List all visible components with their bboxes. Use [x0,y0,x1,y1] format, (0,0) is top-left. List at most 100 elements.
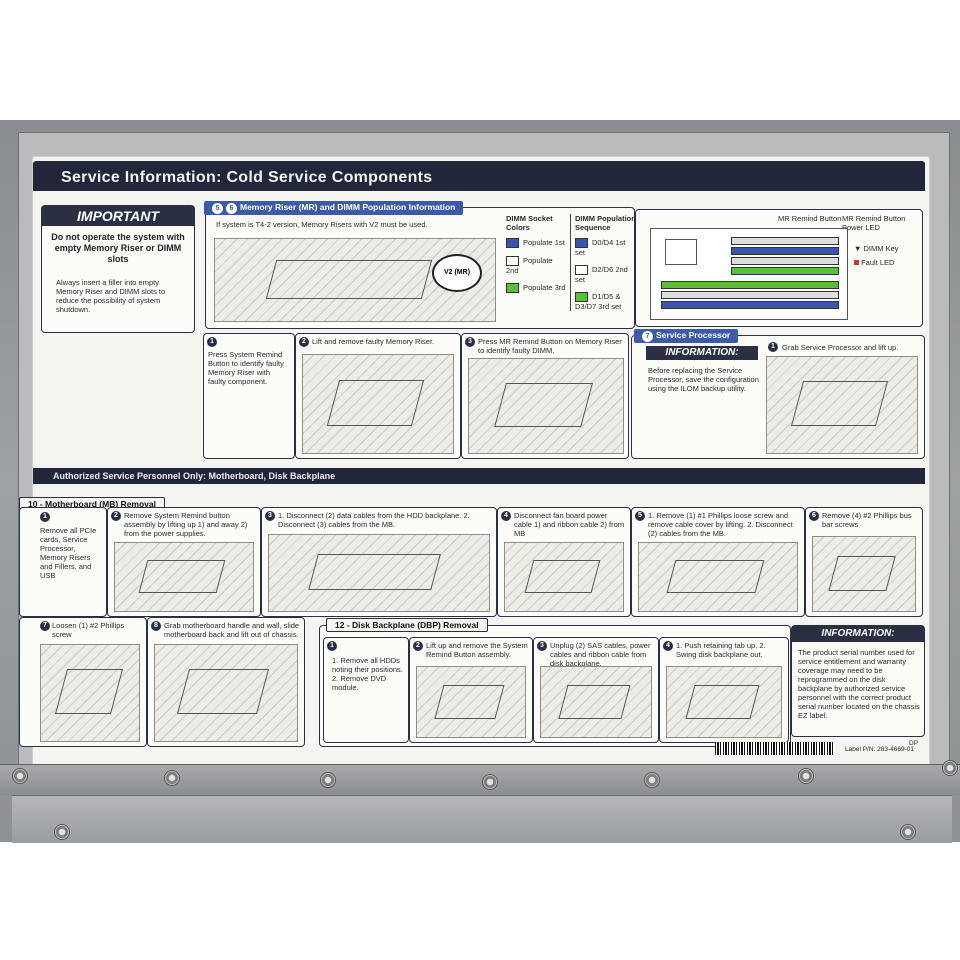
socket-colors-heading: DIMM Socket Colors [506,214,553,232]
step-number: 3 [465,337,475,347]
server-chassis-photo: Service Information: Cold Service Compon… [0,120,960,843]
memory-step-3-text: Press MR Remind Button on Memory Riser t… [478,337,622,355]
dbp-step-3-illustration [540,666,652,738]
socket-color-1st: Populate 1st [506,238,566,249]
dbp-step-4-illustration [666,666,782,738]
dimm-slot [731,237,839,245]
step-number: 1 [207,337,217,347]
screw-icon [12,768,28,784]
dimm-layout-diagram: MR Remind Button MR Remind Button Power … [635,209,923,327]
socket-color-2nd-label: Populate 2nd [506,256,553,276]
population-sequence: DIMM Population Sequence D0/D4 1st set D… [570,214,637,312]
screw-icon [164,770,180,786]
step-number: 2 [413,641,423,651]
socket-color-1st-label: Populate 1st [523,238,565,247]
memory-step-2-text: Lift and remove faulty Memory Riser. [312,337,435,346]
mb-step-7-text: Loosen (1) #2 Phillips screw [52,621,125,639]
title-banner: Service Information: Cold Service Compon… [33,161,925,191]
dbp-step-3-text: Unplug (2) SAS cables, power cables and … [550,641,651,668]
step-number: 1 [40,512,50,522]
memory-step-2: 2 Lift and remove faulty Memory Riser. [295,333,461,459]
screw-icon [54,824,70,840]
mb-step-6-text: Remove (4) #2 Phillips bus bar screws [822,511,912,529]
step-number: 8 [151,621,161,631]
step-number: 4 [663,641,673,651]
swatch-white [575,265,588,276]
dbp-step-4: 4 1. Push retaining tab up. 2. Swing dis… [659,637,789,743]
mr-remind-button-label: MR Remind Button [778,214,842,223]
dimm-slot [731,267,839,275]
mb-step-8-text: Grab motherboard handle and wall, slide … [164,621,300,639]
dbp-step-4-text: 1. Push retaining tab up. 2. Swing disk … [676,641,766,659]
section-number-6: 6 [226,203,237,214]
mb-step-3: 3 1. Disconnect (2) data cables from the… [261,507,497,617]
screw-icon [482,774,498,790]
important-note: Always insert a filler into empty Memory… [56,278,166,314]
socket-colors: DIMM Socket Colors Populate 1st Populate… [506,214,566,294]
fault-led-label: Fault LED [854,258,894,267]
sp-info-heading: INFORMATION: [646,346,758,360]
mb-step-3-illustration [268,534,490,612]
dimm-key-label: ▼ DIMM Key [854,244,899,253]
mb-step-4: 4 Disconnect fan board power cable 1) an… [497,507,631,617]
dbp-step-3: 3 Unplug (2) SAS cables, power cables an… [533,637,659,743]
screw-icon [320,772,336,788]
sp-step-text: Grab Service Processor and lift up. [782,343,899,352]
step-number: 4 [501,511,511,521]
sequence-set-2-label: D2/D6 2nd set [575,265,628,285]
screw-icon [798,768,814,784]
important-box: IMPORTANT Do not operate the system with… [41,205,195,333]
service-processor-illustration [766,356,918,454]
v2-callout: V2 (MR) [432,254,482,292]
chassis-front-plate [12,795,952,843]
dbp-step-1: 1 1. Remove all HDDs noting their positi… [323,637,409,743]
important-warning: Do not operate the system with empty Mem… [51,232,185,264]
step-number: 1 [327,641,337,651]
step-number: 5 [635,511,645,521]
swatch-blue [575,238,588,249]
label-title: Service Information: Cold Service Compon… [61,169,433,186]
dbp-info-heading: INFORMATION: [792,626,924,642]
mb-step-8-illustration [154,644,298,742]
fault-led-icon [854,260,859,265]
swatch-green [575,292,588,303]
memory-step-1-text: Press System Remind Button to identify f… [208,350,284,386]
socket-color-2nd: Populate 2nd [506,256,566,275]
screw-icon [942,760,958,776]
swatch-white [506,256,519,267]
mr-remind-led-label: MR Remind Button Power LED [842,214,906,232]
mb-step-7-illustration [40,644,140,742]
memory-step-3: 3 Press MR Remind Button on Memory Riser… [461,333,629,459]
sequence-set-1-label: D0/D4 1st set [575,238,626,258]
socket-color-3rd-label: Populate 3rd [523,283,566,293]
dimm-key-text: DIMM Key [863,244,899,253]
step-number: 6 [809,511,819,521]
v2-callout-text: V2 (MR) [443,269,471,276]
step-number: 2 [299,337,309,347]
screw-icon [644,772,660,788]
fault-led-text: Fault LED [861,258,895,267]
memory-step-1: 1 Press System Remind Button to identify… [203,333,295,459]
dimm-slot [661,301,839,309]
chassis-rail [0,764,960,795]
dimm-slot [731,247,839,255]
mb-step-5-illustration [638,542,798,612]
important-heading: IMPORTANT [42,206,194,226]
barcode [715,742,835,755]
mb-step-2-text: Remove System Remind button assembly by … [124,511,248,538]
dimm-slot [731,257,839,265]
mb-step-7: 7 Loosen (1) #2 Phillips screw [19,617,147,747]
label-revision: DP [909,740,919,747]
memory-step-2-illustration [302,354,454,454]
mb-step-4-illustration [504,542,624,612]
mb-step-3-text: 1. Disconnect (2) data cables from the H… [278,511,470,529]
service-label: Service Information: Cold Service Compon… [19,156,930,770]
dbp-step-2-illustration [416,666,526,738]
dbp-info-box: INFORMATION: The product serial number u… [791,625,925,737]
dbp-info-text: The product serial number used for servi… [798,648,920,720]
dbp-step-2: 2 Lift up and remove the System Remind B… [409,637,533,743]
chip-outline [665,239,697,265]
screw-icon [900,824,916,840]
step-number: 1 [768,342,778,352]
